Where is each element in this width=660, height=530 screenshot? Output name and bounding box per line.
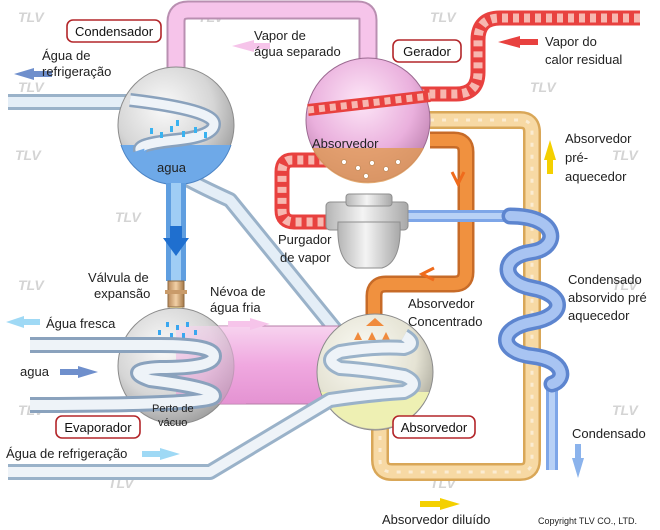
condensing-droplets — [150, 120, 207, 138]
diluted-solution-pipe — [371, 111, 541, 481]
cooling-water-in-arrow — [142, 448, 180, 460]
svg-text:Evaporador: Evaporador — [64, 420, 132, 435]
water-in-arrow — [60, 366, 98, 378]
chilled-water-coil — [29, 337, 222, 413]
label-condensado: Condensado — [572, 426, 646, 441]
component-label-absorvedor: Absorvedor — [392, 415, 476, 439]
label-perto-vacuo: Perto de — [152, 403, 194, 415]
cooling-water-bottom-pipe — [8, 329, 421, 480]
component-label-evaporador: Evaporador — [55, 415, 141, 439]
svg-text:de vapor: de vapor — [280, 250, 331, 265]
label-vapor-residual: Vapor do — [545, 34, 597, 49]
condensate-out-arrow — [572, 444, 584, 478]
svg-text:TLV: TLV — [18, 9, 45, 25]
svg-text:aquecedor: aquecedor — [565, 169, 627, 184]
svg-text:TLV: TLV — [612, 147, 639, 163]
svg-text:calor residual: calor residual — [545, 52, 622, 67]
separated-vapor-pipe — [166, 0, 378, 80]
label-valvula: Válvula de — [88, 270, 149, 285]
preheater-coil — [498, 207, 570, 393]
label-purgador: Purgador — [278, 232, 332, 247]
svg-text:refrigeração: refrigeração — [42, 64, 111, 79]
svg-text:TLV: TLV — [612, 277, 639, 293]
generator-bubbles — [341, 159, 401, 179]
label-condensado-absorvido: Condensado — [568, 272, 642, 287]
label-agua-in: agua — [20, 364, 50, 379]
svg-text:TLV: TLV — [15, 147, 42, 163]
condensate-pipe — [400, 210, 558, 470]
svg-text:TLV: TLV — [430, 9, 457, 25]
diagram-labels: Água de refrigeração Vapor de água separ… — [6, 28, 647, 527]
label-absorvedor-pre-aquecedor: Absorvedor — [565, 131, 632, 146]
svg-text:TLV: TLV — [612, 402, 639, 418]
diluted-absorbent-arrow — [420, 498, 460, 510]
svg-text:Condensador: Condensador — [75, 24, 154, 39]
condensed-water-pipe — [163, 183, 189, 281]
svg-text:água separado: água separado — [254, 44, 341, 59]
cold-mist-arrow — [228, 318, 270, 330]
svg-text:água fria: água fria — [210, 300, 261, 315]
label-absorvedor-generator: Absorvedor — [312, 136, 379, 151]
svg-text:Absorvedor: Absorvedor — [401, 420, 468, 435]
fresh-water-out-arrow — [6, 316, 40, 328]
svg-text:absorvido pré: absorvido pré — [568, 290, 647, 305]
copyright: Copyright TLV CO., LTD. — [538, 516, 637, 526]
svg-text:expansão: expansão — [94, 286, 150, 301]
cooling-water-out-arrow — [14, 68, 52, 80]
svg-text:vácuo: vácuo — [158, 417, 187, 429]
component-label-condensador: Condensador — [66, 19, 162, 43]
label-agua-fresca: Água fresca — [46, 316, 116, 331]
svg-text:aquecedor: aquecedor — [568, 308, 630, 323]
label-absorvedor-concentrado: Absorvedor — [408, 296, 475, 311]
concentrated-solution-pipe — [365, 131, 475, 322]
absorber-preheater-arrow — [544, 140, 556, 174]
flow-arrows — [6, 36, 584, 510]
svg-text:TLV: TLV — [18, 277, 45, 293]
waste-steam-in-arrow — [498, 36, 538, 48]
generator — [305, 57, 431, 184]
svg-text:TLV: TLV — [530, 79, 557, 95]
label-agua-condenser: agua — [157, 160, 187, 175]
steam-trap — [325, 193, 409, 269]
svg-text:Concentrado: Concentrado — [408, 314, 482, 329]
label-agua-refrigeracao-top: Água de — [42, 48, 90, 63]
label-vapor-separado: Vapor de — [254, 28, 306, 43]
svg-text:Gerador: Gerador — [403, 44, 451, 59]
condenser — [117, 66, 235, 186]
svg-text:pré-: pré- — [565, 150, 588, 165]
svg-text:TLV: TLV — [115, 209, 142, 225]
label-absorvedor-diluido: Absorvedor diluído — [382, 512, 490, 527]
vapor-separated-arrow — [232, 40, 270, 52]
svg-text:TLV: TLV — [18, 79, 45, 95]
label-nevoa: Névoa de — [210, 284, 266, 299]
component-label-gerador: Gerador — [392, 39, 462, 63]
label-agua-refrigeracao-bottom: Água de refrigeração — [6, 446, 127, 461]
